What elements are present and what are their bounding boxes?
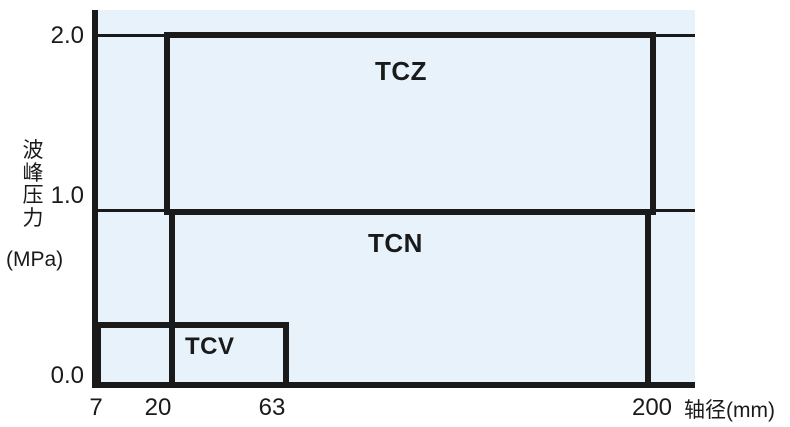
y-axis-title-char-2: 峰	[22, 161, 44, 185]
x-tick-label-20: 20	[144, 394, 172, 421]
y-axis-title-char-1: 波	[22, 139, 44, 162]
y-axis-line	[92, 10, 98, 388]
y-tick-label-1.0: 1.0	[50, 182, 84, 209]
region-tcn	[169, 209, 651, 388]
x-tick-label-200: 200	[631, 394, 673, 421]
region-label-tcz: TCZ	[375, 56, 428, 86]
region-tcv	[95, 322, 289, 388]
y-tick-label-2.0: 2.0	[50, 22, 84, 49]
y-axis-unit-label: (MPa)	[6, 248, 64, 271]
x-tick-label-7: 7	[89, 394, 103, 421]
y-axis-title: 波 峰 压 力	[18, 139, 48, 231]
y-axis-title-char-4: 力	[22, 207, 44, 231]
x-axis-line	[92, 382, 695, 388]
y-tick-label-0.0: 0.0	[50, 362, 84, 389]
region-label-tcv: TCV	[185, 333, 235, 360]
x-tick-label-63: 63	[258, 394, 286, 421]
y-axis-title-char-3: 压	[22, 184, 44, 208]
region-label-tcn: TCN	[368, 228, 423, 258]
x-axis-title: 轴径(mm)	[684, 399, 775, 422]
